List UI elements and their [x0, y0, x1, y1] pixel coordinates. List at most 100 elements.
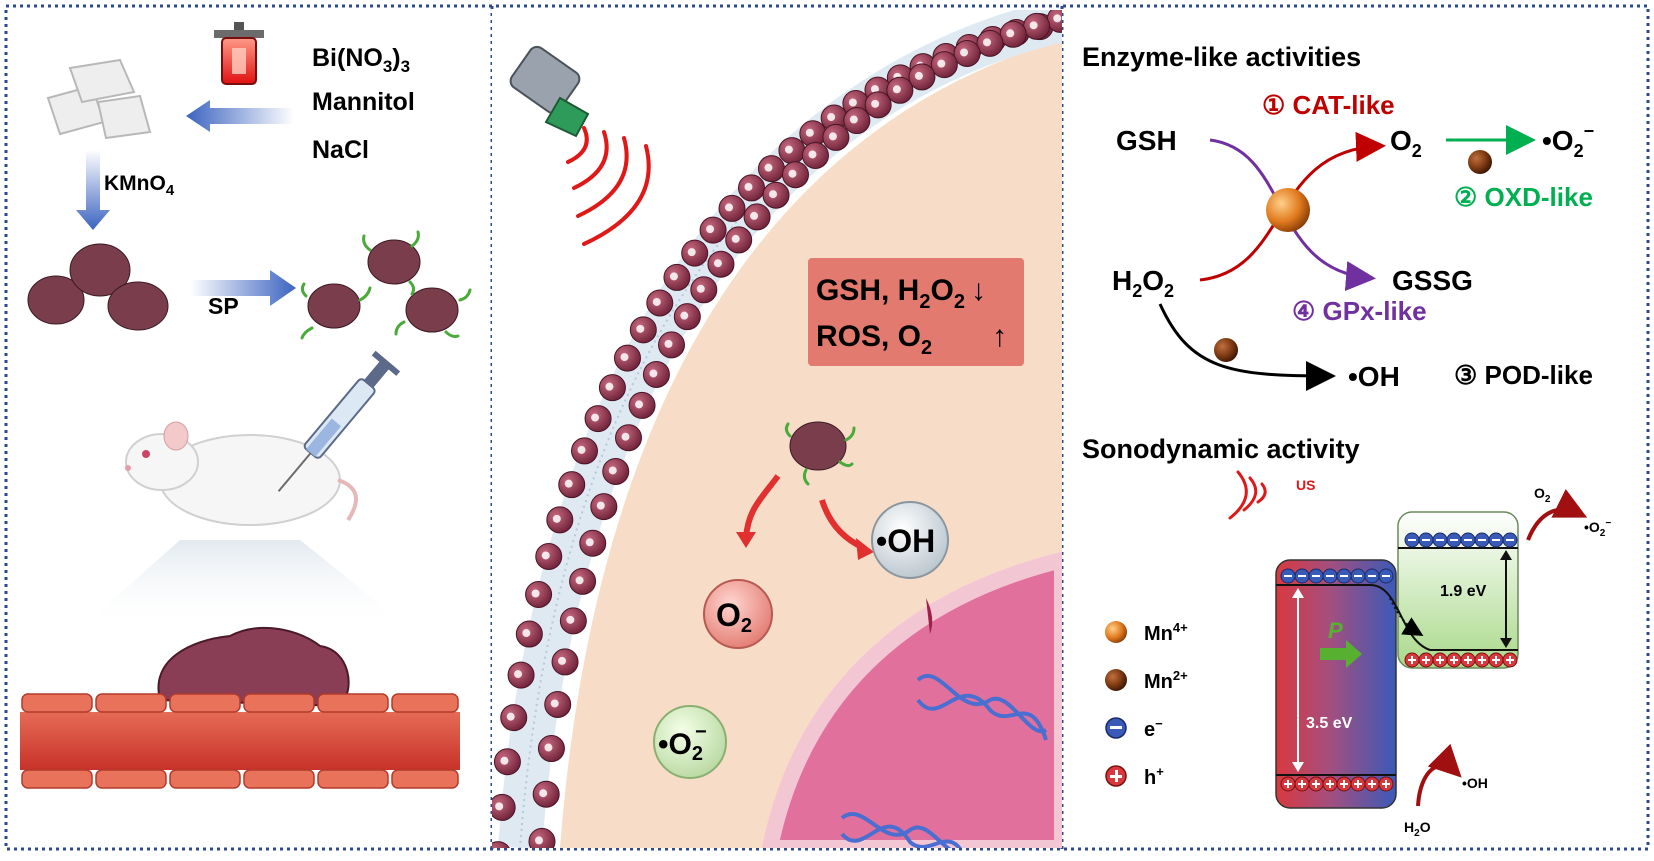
lipid-highlight: [725, 203, 734, 212]
electrons-narrow-band: [1404, 532, 1518, 548]
reagent-mannitol: Mannitol: [312, 88, 415, 116]
outer-frame: [4, 4, 1650, 851]
lipid-highlight: [687, 248, 696, 257]
right-panel: Enzyme-like activities ① CAT-like ② OXD-…: [1082, 42, 1611, 839]
lipid-highlight: [664, 339, 673, 348]
charge-sign: [1495, 656, 1497, 664]
charge-sign: [1509, 656, 1511, 664]
legend-mn2-label: Mn2+: [1144, 668, 1188, 693]
us-label: US: [1296, 477, 1315, 493]
gsh-label: GSH: [1116, 125, 1177, 156]
charge-sign: [1481, 656, 1483, 664]
lipid-highlight: [620, 353, 629, 362]
lipid-highlight: [827, 113, 836, 122]
legend-mn4-label: Mn4+: [1144, 620, 1188, 645]
charge-sign: [1368, 575, 1376, 577]
lipid-highlight: [636, 324, 645, 333]
charge-sign: [1312, 575, 1320, 577]
lipid-highlight: [575, 576, 584, 585]
charge-sign: [1343, 780, 1345, 788]
charge-sign: [1425, 656, 1427, 664]
ultrasound-waves: [566, 126, 651, 246]
lipid-highlight: [744, 182, 753, 191]
charge-sign: [1506, 539, 1514, 541]
lipid-head: [1071, 0, 1097, 26]
lipid-head: [492, 793, 516, 821]
lipid-highlight: [1006, 29, 1015, 38]
lipid-highlight: [539, 789, 548, 798]
lipid-highlight: [514, 670, 523, 679]
charge-sign: [1464, 539, 1472, 541]
charge-sign: [1492, 539, 1500, 541]
polarization-arrow: [1320, 640, 1362, 668]
lipid-highlight: [680, 311, 689, 320]
mnox-clusters: [27, 243, 169, 331]
lipid-highlight: [564, 479, 573, 488]
lipid-highlight: [541, 551, 550, 560]
narrow-band-semiconductor: [1397, 511, 1519, 669]
sono-title: Sonodynamic activity: [1082, 434, 1360, 464]
lipid-heads-inner: [528, 0, 1097, 848]
lipid-highlight: [764, 163, 773, 172]
bubble-o2: [703, 579, 773, 649]
legend-electron-label: e−: [1144, 716, 1163, 741]
furnace-icon: [214, 22, 264, 85]
arrow-to-o2: [743, 474, 781, 539]
lipid-highlight: [605, 382, 614, 391]
lipid-highlight: [522, 629, 531, 638]
charge-sign: [1453, 656, 1455, 664]
mn2-dot-pod: [1214, 338, 1238, 362]
o2-label: O2: [1390, 125, 1422, 161]
electrons-wide-band: [1280, 568, 1394, 584]
charge-sign: [1329, 780, 1331, 788]
legend-hole-icon: [1105, 765, 1127, 787]
lipid-highlight: [769, 190, 778, 199]
dna-strands: [840, 673, 1048, 848]
sp-coated-clusters: [300, 230, 472, 340]
nucleus: [761, 551, 1062, 848]
lipid-highlight: [849, 115, 858, 124]
lipid-highlight: [552, 514, 561, 523]
top-o2-label: O2: [1534, 485, 1551, 505]
lipid-highlight: [828, 132, 837, 141]
lipid-highlight: [652, 297, 661, 306]
lipid-highlight: [495, 802, 504, 811]
lipid-highlight: [621, 432, 630, 441]
left-panel: Bi(NO3)3 Mannitol NaCl KMnO4 SP: [20, 22, 472, 789]
top-superoxide-label: •O2−: [1584, 518, 1611, 539]
cat-like-label: ① CAT-like: [1262, 90, 1395, 120]
nanoparticle-icon: [784, 421, 856, 486]
lipid-highlight: [669, 272, 678, 281]
blood-vessel: [20, 693, 460, 789]
legend-hole-label: h+: [1144, 764, 1164, 789]
holes-narrow-band: [1404, 652, 1518, 668]
lipid-highlight: [566, 615, 575, 624]
lipid-highlight: [750, 211, 759, 220]
gpx-like-label: ④ GPx-like: [1292, 296, 1427, 326]
charge-sign: [1354, 575, 1362, 577]
charge-sign: [1284, 575, 1292, 577]
arrow-h2o2-to-oh: [1158, 303, 1336, 391]
enzyme-title: Enzyme-like activities: [1082, 42, 1361, 72]
charge-sign: [1382, 575, 1390, 577]
lipid-highlight: [531, 589, 540, 598]
charge-sign: [1287, 780, 1289, 788]
us-waves: [1228, 470, 1267, 520]
oh-label: •OH: [1348, 361, 1400, 392]
lipid-highlight: [649, 369, 658, 378]
bubble-o2-label: O2: [716, 597, 752, 637]
lipid-highlight: [506, 712, 515, 721]
lipid-highlight: [608, 466, 617, 475]
charge-sign: [1357, 780, 1359, 788]
lipid-highlight: [591, 413, 600, 422]
mn2-dot-oxd: [1468, 150, 1492, 174]
gap-large-label: 3.5 eV: [1306, 715, 1353, 732]
bubble-superoxide-label: •O2−: [658, 721, 707, 765]
oxidant-label: KMnO4: [104, 172, 175, 199]
lipid-highlight: [585, 538, 594, 547]
lipid-highlight: [788, 169, 797, 178]
tumor-tissue: [157, 626, 350, 708]
middle-panel: GSH, H2O2↓ ROS, O2↑ •OH O2 •O2−: [492, 0, 1097, 848]
lipid-highlight: [870, 85, 879, 94]
lipid-highlight: [713, 259, 722, 268]
